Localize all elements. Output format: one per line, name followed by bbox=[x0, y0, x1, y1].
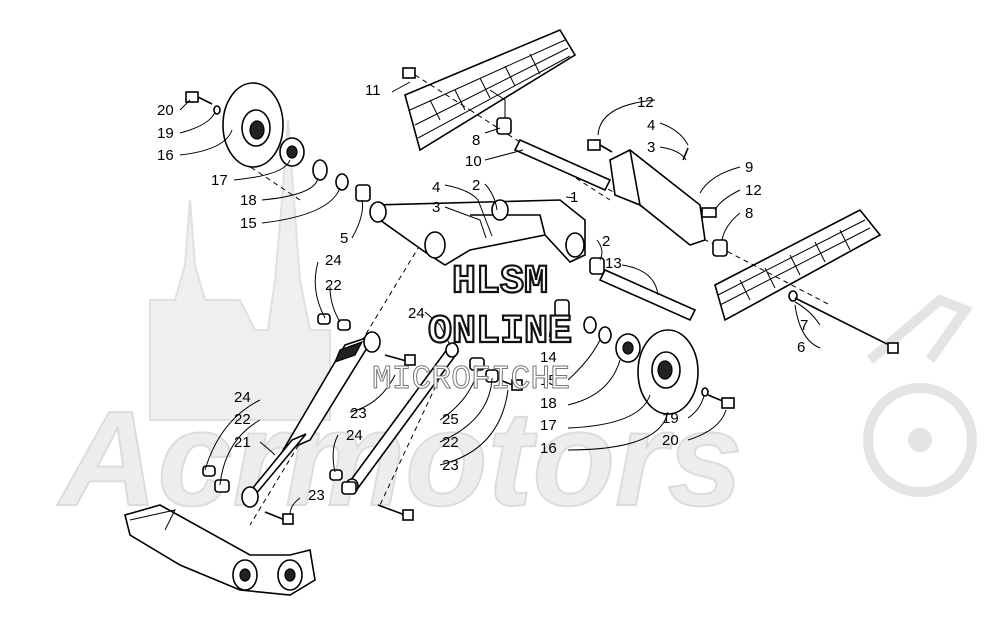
callout-19: 19 bbox=[662, 410, 679, 427]
long-bolt bbox=[788, 290, 899, 354]
callout-25: 25 bbox=[442, 411, 459, 428]
callout-20: 20 bbox=[157, 102, 174, 119]
callout-18: 18 bbox=[540, 395, 557, 412]
shock-absorber bbox=[202, 313, 416, 525]
callout-15: 15 bbox=[240, 215, 257, 232]
callout-23: 23 bbox=[442, 457, 459, 474]
callout-12: 12 bbox=[637, 94, 654, 111]
rear-swing-arm bbox=[369, 199, 586, 266]
callout-13: 13 bbox=[605, 255, 622, 272]
watermark-logo: Acrmotors bbox=[56, 119, 977, 535]
callout-1: 1 bbox=[570, 189, 578, 206]
upper-cross-shaft bbox=[402, 67, 612, 192]
callout-23: 23 bbox=[350, 405, 367, 422]
callout-16: 16 bbox=[157, 147, 174, 164]
callout-3: 3 bbox=[432, 199, 440, 216]
callout-8: 8 bbox=[472, 132, 480, 149]
watermark-line3: MICROFICHE bbox=[372, 361, 570, 398]
callout-5: 5 bbox=[340, 230, 348, 247]
callout-11: 11 bbox=[365, 82, 381, 99]
callout-12: 12 bbox=[745, 182, 762, 199]
watermark-line2: ONLINE bbox=[428, 310, 572, 355]
lower-rail bbox=[714, 208, 882, 322]
callout-15: 15 bbox=[540, 372, 557, 389]
callout-19: 19 bbox=[157, 125, 174, 142]
right-bushings bbox=[554, 299, 612, 344]
right-idler-wheel bbox=[637, 329, 699, 415]
bushing-5-upper bbox=[355, 184, 371, 202]
callout-23: 23 bbox=[308, 487, 325, 504]
callout-5: 5 bbox=[548, 329, 556, 346]
callout-24: 24 bbox=[234, 389, 251, 406]
left-snap-rings bbox=[312, 159, 349, 191]
callout-10: 10 bbox=[465, 153, 482, 170]
callout-2: 2 bbox=[472, 177, 480, 194]
left-bearing bbox=[279, 137, 305, 167]
callout-22: 22 bbox=[442, 434, 459, 451]
callout-24: 24 bbox=[346, 427, 363, 444]
watermark-line1: HLSM bbox=[452, 260, 548, 305]
right-bearing bbox=[615, 333, 641, 363]
callout-14: 14 bbox=[540, 349, 557, 366]
callout-3: 3 bbox=[647, 139, 655, 156]
callout-4: 4 bbox=[432, 179, 440, 196]
callout-22: 22 bbox=[234, 411, 251, 428]
callout-21: 21 bbox=[234, 434, 251, 451]
bracket-arm bbox=[587, 139, 728, 257]
callout-24: 24 bbox=[325, 252, 342, 269]
callout-24: 24 bbox=[408, 305, 425, 322]
callout-numbers: 1223344556788910111212131415151616171718… bbox=[157, 82, 808, 504]
callout-17: 17 bbox=[211, 172, 228, 189]
callout-16: 16 bbox=[540, 440, 557, 457]
callout-17: 17 bbox=[540, 417, 557, 434]
link-arm bbox=[329, 342, 523, 521]
callout-8: 8 bbox=[745, 205, 753, 222]
callout-leaders bbox=[179, 81, 821, 516]
lower-cross-shaft bbox=[589, 257, 697, 322]
callout-9: 9 bbox=[745, 159, 753, 176]
watermark-brand: Acrmotors bbox=[57, 383, 743, 534]
callout-4: 4 bbox=[647, 117, 655, 134]
callout-20: 20 bbox=[662, 432, 679, 449]
site-watermark: HLSM ONLINE MICROFICHE bbox=[372, 259, 574, 399]
right-bolt-washer bbox=[701, 387, 735, 409]
left-bolt-washer bbox=[185, 91, 221, 115]
front-suspension-arm bbox=[124, 504, 316, 596]
callout-2: 2 bbox=[602, 233, 610, 250]
callout-22: 22 bbox=[325, 277, 342, 294]
callout-6: 6 bbox=[797, 339, 805, 356]
callout-18: 18 bbox=[240, 192, 257, 209]
callout-7: 7 bbox=[800, 317, 808, 334]
left-idler-wheel bbox=[222, 82, 284, 168]
